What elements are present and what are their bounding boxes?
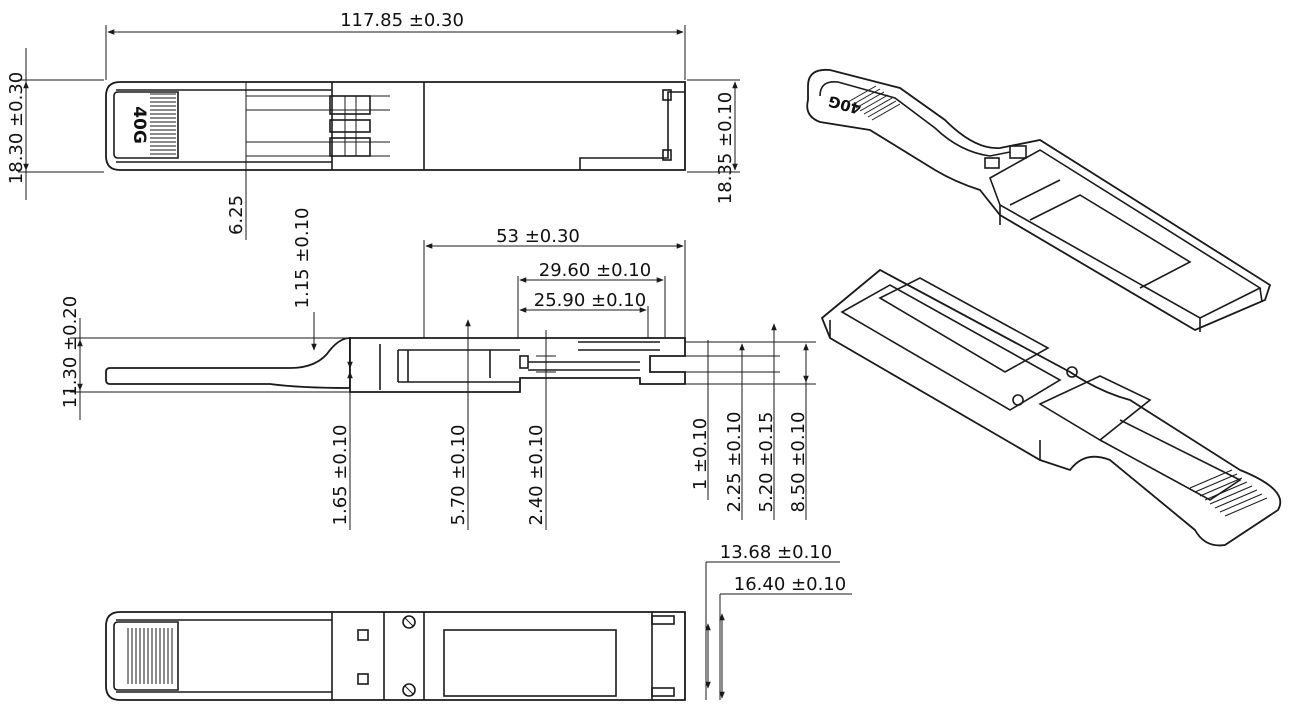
top-hatch bbox=[150, 93, 176, 155]
dim-6-25: 6.25 bbox=[226, 195, 247, 235]
dim-5-70: 5.70 ±0.10 bbox=[448, 425, 469, 526]
dim-2-25: 2.25 ±0.10 bbox=[724, 412, 745, 513]
dim-1-15: 1.15 ±0.10 bbox=[292, 208, 313, 309]
dim-8-50: 8.50 ±0.10 bbox=[788, 412, 809, 513]
dim-29-60: 29.60 ±0.10 bbox=[539, 260, 651, 281]
dim-5-20: 5.20 ±0.15 bbox=[756, 412, 777, 513]
iso-view-bottom bbox=[820, 268, 1282, 547]
dim-width-left: 18.30 ±0.30 bbox=[6, 72, 27, 184]
iso-view-top: 40G bbox=[806, 68, 1272, 332]
dim-53: 53 ±0.30 bbox=[496, 226, 580, 247]
dim-width-right: 18.35 ±0.10 bbox=[715, 92, 736, 204]
iso-bottom-hatch bbox=[1189, 469, 1268, 517]
dim-1-65: 1.65 ±0.10 bbox=[330, 425, 351, 526]
bottom-hatch bbox=[127, 628, 173, 684]
top-marking-40g: 40G bbox=[129, 106, 149, 144]
bottom-view: 13.68 ±0.10 16.40 ±0.10 bbox=[105, 542, 852, 701]
dim-1: 1 ±0.10 bbox=[690, 418, 711, 490]
side-view: 53 ±0.30 29.60 ±0.10 25.90 ±0.10 11.30 ±… bbox=[60, 208, 816, 530]
dim-13-68: 13.68 ±0.10 bbox=[720, 542, 832, 563]
dim-11-30: 11.30 ±0.20 bbox=[60, 296, 81, 408]
dim-2-40: 2.40 ±0.10 bbox=[526, 425, 547, 526]
dim-length: 117.85 ±0.30 bbox=[340, 10, 464, 31]
dim-16-40: 16.40 ±0.10 bbox=[734, 574, 846, 595]
top-view: 117.85 ±0.30 40G bbox=[6, 10, 740, 240]
dim-25-90: 25.90 ±0.10 bbox=[534, 290, 646, 311]
iso-top-hatch bbox=[847, 85, 901, 121]
